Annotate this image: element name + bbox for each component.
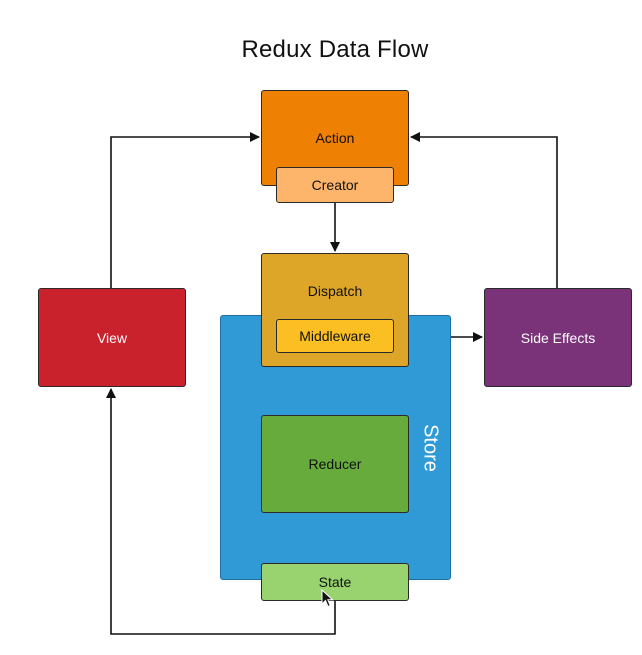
view-box: View [38,288,186,387]
store-label: Store [419,424,442,472]
action-label: Action [315,130,355,146]
reducer-box: Reducer [261,415,409,513]
mouse-pointer-icon [321,589,334,608]
arrow-state-to-view [106,388,336,635]
side-effects-box: Side Effects [484,288,632,387]
state-label: State [318,574,352,590]
middleware-box: Middleware [276,319,394,353]
arrow-side-effects-to-action [410,132,558,288]
creator-label: Creator [311,177,359,193]
diagram-title: Redux Data Flow [241,36,429,63]
dispatch-label: Dispatch [307,283,363,299]
creator-box: Creator [276,167,394,203]
arrow-view-to-action [110,132,260,288]
view-label: View [96,329,128,346]
middleware-label: Middleware [299,328,371,344]
side-effects-label: Side Effects [520,329,596,346]
reducer-label: Reducer [308,456,362,472]
state-box: State [261,563,409,601]
